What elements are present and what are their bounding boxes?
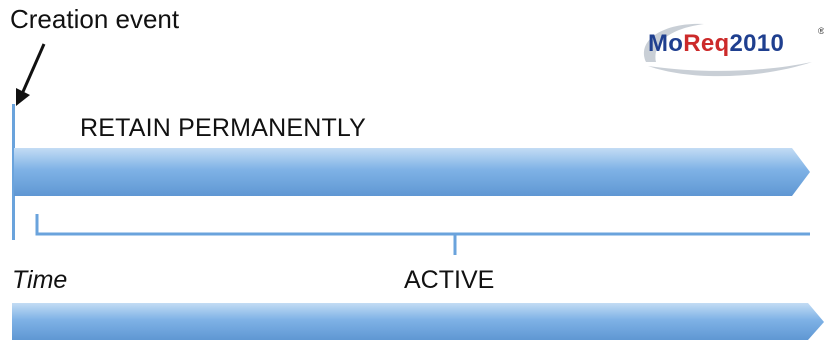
- active-label: ACTIVE: [404, 266, 495, 294]
- time-axis-arrow: [12, 303, 824, 340]
- retain-permanently-label: RETAIN PERMANENTLY: [80, 114, 367, 142]
- logo-swoosh-icon: [643, 23, 812, 77]
- moreq2010-logo: MoReq2010 ®: [634, 18, 824, 80]
- logo-wordmark: MoReq2010: [648, 30, 784, 58]
- logo-text-mo: Mo: [648, 30, 684, 57]
- creation-marker-line: [12, 104, 15, 240]
- creation-pointer-arrow: [16, 43, 46, 106]
- retain-permanently-arrow: [14, 148, 810, 196]
- time-label: Time: [12, 266, 68, 294]
- registered-mark: ®: [818, 26, 824, 36]
- active-period-bracket: [35, 214, 810, 255]
- logo-text-2010: 2010: [729, 30, 785, 57]
- logo-text-req: Req: [683, 30, 730, 57]
- creation-event-label: Creation event: [10, 4, 180, 34]
